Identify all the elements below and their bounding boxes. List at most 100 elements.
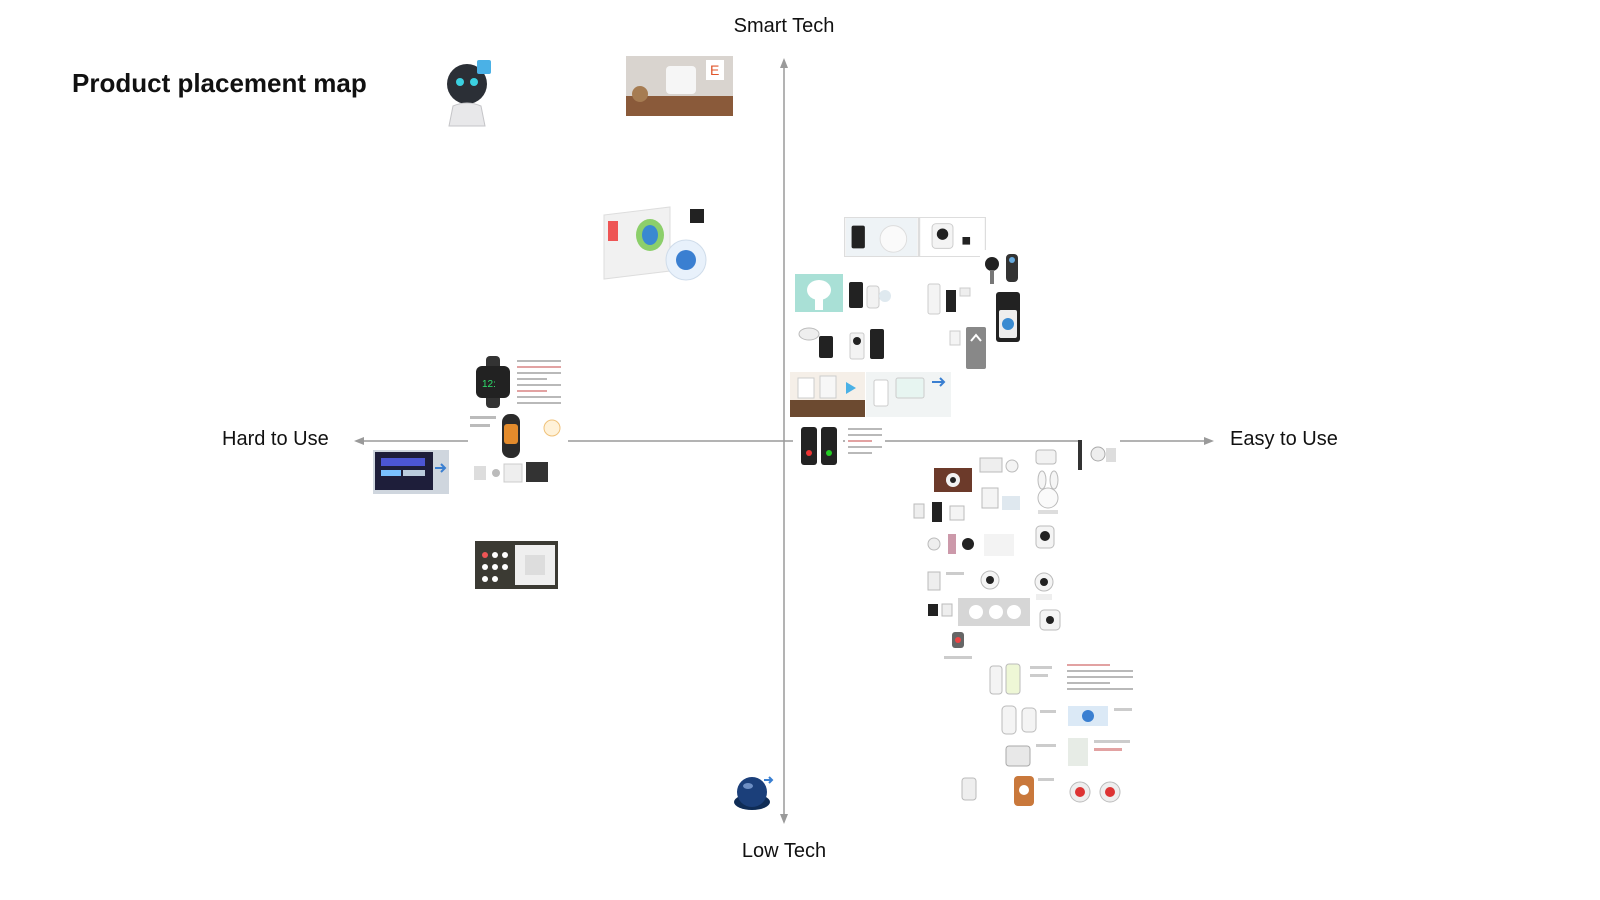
- kit-box-icon: [475, 541, 558, 589]
- call-button-icon: [1064, 772, 1136, 810]
- product-phone-base: [1002, 740, 1060, 770]
- alarm-button-icon: [732, 772, 776, 812]
- camera-icon: [958, 598, 1030, 626]
- tablet-device-icon: E: [626, 56, 733, 116]
- product-small-devices: [940, 630, 976, 670]
- hub-icon: [1032, 446, 1060, 466]
- camera-icon: [845, 218, 918, 256]
- product-camera-banner: [958, 598, 1030, 626]
- product-audio-monitor-2: [998, 702, 1060, 738]
- doorbell-icon: [946, 325, 992, 372]
- product-tablet-companion: E: [626, 56, 733, 116]
- product-bunny-monitor: [1030, 470, 1066, 516]
- call-button-icon: [958, 772, 1058, 810]
- camera-icon: [1030, 522, 1060, 558]
- security-kit-icon: [790, 372, 865, 417]
- product-camera-grid-2: [924, 566, 1024, 596]
- svg-text:12:: 12:: [482, 379, 496, 390]
- page-title: Product placement map: [72, 68, 367, 98]
- svg-text:E: E: [710, 62, 719, 78]
- camera-icon: [846, 325, 888, 365]
- camera-icon: [1036, 606, 1064, 638]
- product-camera-ad-1: [844, 217, 919, 257]
- call-button-icon: [1064, 734, 1136, 770]
- product-indoor-camera: [846, 325, 888, 365]
- camera-icon: [1030, 568, 1058, 602]
- product-monitoring-tablet: [373, 450, 449, 494]
- product-pan-camera: [1030, 568, 1058, 602]
- hub-icon: [924, 280, 976, 318]
- baby-monitor-icon: [998, 702, 1060, 738]
- camera-icon: [845, 276, 893, 314]
- product-doorbell-chime: [946, 325, 992, 372]
- call-button-icon: [1064, 700, 1136, 736]
- product-fitness-band: [468, 410, 568, 460]
- doorbell-icon: [996, 292, 1020, 342]
- product-camera-grid-1: [924, 528, 1020, 562]
- accessories-icon: [470, 458, 552, 488]
- camera-icon: [1078, 440, 1120, 470]
- arrow-right-icon: [1204, 437, 1214, 445]
- product-companion-robot: [443, 56, 496, 130]
- camera-icon: [934, 468, 972, 492]
- product-nest-camera: [980, 250, 1022, 288]
- product-security-kit-white: [866, 372, 951, 417]
- security-kit-icon: [866, 372, 951, 417]
- product-small-hub: [1032, 446, 1060, 466]
- sensor-icon: [940, 630, 976, 670]
- phone-app-icon: [793, 425, 843, 467]
- product-accessories-set: [470, 458, 552, 488]
- phone-icon: [1002, 740, 1060, 770]
- arrow-up-icon: [780, 58, 788, 68]
- product-red-call-buttons: [1064, 772, 1136, 810]
- product-call-button-listing-3: [1064, 734, 1136, 770]
- product-multi-sensor: [600, 205, 710, 285]
- product-call-button-listing-2: [1064, 700, 1136, 736]
- camera-icon: [924, 566, 1024, 596]
- axis-label-smart-tech: Smart Tech: [733, 15, 835, 37]
- product-wall-camera-right: [1078, 440, 1120, 470]
- product-outdoor-camera: [795, 322, 840, 362]
- product-phone-app-description: [845, 424, 885, 464]
- product-video-doorbell: [996, 292, 1020, 342]
- product-camera-row-1: [910, 498, 970, 526]
- baby-monitor-icon: [976, 452, 1026, 518]
- camera-icon: [980, 250, 1022, 288]
- sensor-orb-icon: [600, 205, 710, 285]
- axis-label-low-tech: Low Tech: [741, 840, 827, 862]
- fitness-band-icon: [468, 410, 568, 460]
- product-call-button-listing-1: [1064, 660, 1136, 700]
- axis-label-easy-to-use: Easy to Use: [1230, 428, 1338, 450]
- axis-label-hard-to-use: Hard to Use: [222, 428, 329, 450]
- product-smartwatch-description: [514, 356, 564, 408]
- product-smartwatch-black: 12:: [470, 356, 516, 408]
- product-phone-app: [793, 425, 843, 467]
- arrow-left-icon: [354, 437, 364, 445]
- arrow-down-icon: [780, 814, 788, 824]
- camera-icon: [795, 274, 843, 312]
- smartwatch-icon: 12:: [470, 356, 516, 408]
- camera-icon: [795, 322, 840, 362]
- product-mint-camera: [795, 274, 843, 312]
- monitor-tablet-icon: [373, 450, 449, 494]
- product-audio-monitors: [986, 660, 1056, 700]
- camera-icon: [910, 498, 970, 526]
- product-camera-pair: [926, 600, 956, 620]
- product-baby-monitor-set-1: [976, 452, 1026, 518]
- baby-monitor-icon: [986, 660, 1056, 700]
- product-call-buttons-row: [958, 772, 1058, 810]
- product-baby-camera-photo: [934, 468, 972, 492]
- product-security-kit-wood: [790, 372, 865, 417]
- product-camera-ad-2: [919, 217, 986, 257]
- product-security-hub: [924, 280, 976, 318]
- product-sensor-kit-box: [475, 541, 558, 589]
- product-cube-camera: [1036, 606, 1064, 638]
- robot-icon: [443, 56, 496, 130]
- product-app-camera: [845, 276, 893, 314]
- product-white-dome-camera: [1030, 522, 1060, 558]
- camera-icon: [924, 528, 1020, 562]
- camera-icon: [920, 218, 985, 256]
- product-dome-alarm-button: [732, 772, 776, 812]
- baby-monitor-icon: [1030, 470, 1066, 516]
- camera-icon: [926, 600, 956, 620]
